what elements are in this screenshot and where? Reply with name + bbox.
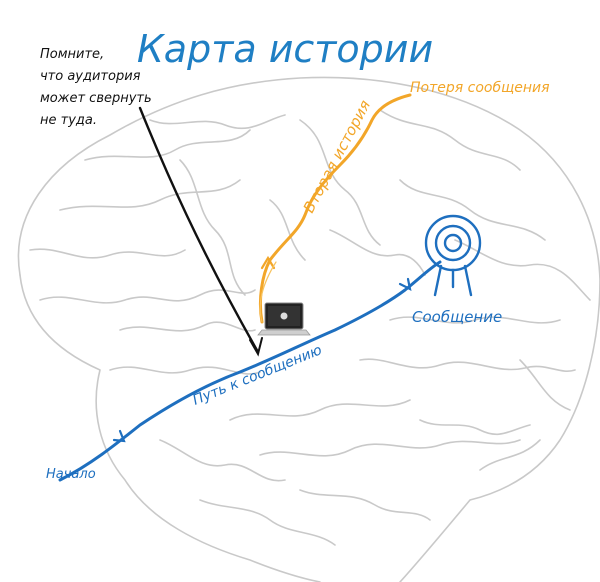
page-title: Карта истории <box>137 27 433 71</box>
target-icon <box>424 214 482 297</box>
second-story-label: Вторая история <box>300 97 375 216</box>
lost-message-label: Потеря сообщения <box>410 80 550 96</box>
second-story-path <box>258 93 412 324</box>
pointer-arrow <box>138 106 263 357</box>
note-line-4: не туда. <box>40 113 97 128</box>
laptop-icon <box>257 302 311 336</box>
note-line-2: что аудитория <box>40 69 141 84</box>
note-line-3: может свернуть <box>40 91 152 106</box>
note-line-1: Помните, <box>40 47 104 62</box>
message-label: Сообщение <box>412 308 502 326</box>
start-label: Начало <box>46 467 96 482</box>
note: Помните, что аудитория может свернуть не… <box>40 47 152 128</box>
brain-illustration <box>17 76 600 582</box>
message-path <box>58 260 442 482</box>
